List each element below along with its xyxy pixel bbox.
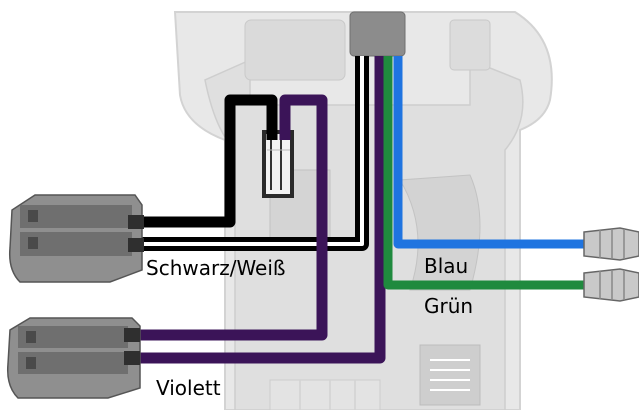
wire-violet-2 [130, 56, 386, 364]
label-gruen: Grün [424, 294, 474, 318]
ferrule-green [583, 268, 639, 302]
label-blau: Blau [424, 254, 469, 278]
connector-upper [8, 194, 144, 283]
wire-violet-1 [130, 94, 328, 341]
label-schwarz-weiss: Schwarz/Weiß [146, 256, 286, 280]
wire-green [383, 56, 590, 290]
cable-jacket [349, 11, 406, 57]
wire-black [130, 94, 278, 228]
switch-block [262, 130, 294, 198]
label-violett: Violett [156, 376, 221, 400]
wire-schwarz-weiss-stripe [130, 56, 364, 246]
wire-blue [393, 56, 590, 249]
ferrule-blue [583, 227, 639, 261]
connector-lower [6, 317, 141, 399]
